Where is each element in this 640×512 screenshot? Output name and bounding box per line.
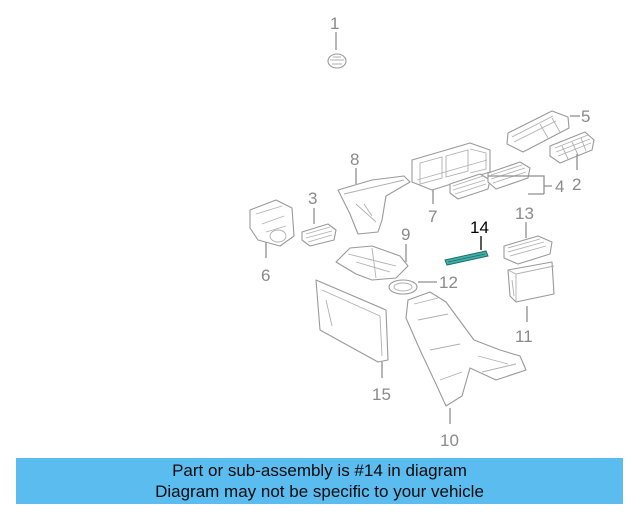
callout-4[interactable]: 4 <box>555 177 564 196</box>
part-13-vent[interactable] <box>503 235 553 265</box>
callout-9[interactable]: 9 <box>401 225 410 244</box>
callout-13[interactable]: 13 <box>515 204 534 223</box>
callout-12[interactable]: 12 <box>439 273 458 292</box>
callout-14[interactable]: 14 <box>470 218 489 237</box>
part-11-housing[interactable] <box>507 261 555 303</box>
part-2-vent[interactable] <box>549 131 595 164</box>
part-15-panel[interactable] <box>315 279 389 363</box>
callout-5[interactable]: 5 <box>581 107 590 126</box>
banner-line-2: Diagram may not be specific to your vehi… <box>155 482 484 501</box>
part-14-seal-strip[interactable] <box>444 250 489 266</box>
callout-15[interactable]: 15 <box>372 385 391 404</box>
callout-10[interactable]: 10 <box>440 431 459 450</box>
part-6-side-vent[interactable] <box>249 199 295 247</box>
part-3-vent[interactable] <box>301 223 337 247</box>
part-9-connector[interactable] <box>335 245 409 281</box>
part-12-gasket[interactable] <box>388 279 418 295</box>
callout-6[interactable]: 6 <box>261 266 270 285</box>
callout-1[interactable]: 1 <box>330 14 339 33</box>
part-7-center-vent[interactable] <box>411 142 491 191</box>
part-1-knob[interactable] <box>327 53 347 69</box>
callout-7[interactable]: 7 <box>428 207 437 226</box>
part-10-floor-duct[interactable] <box>405 291 527 407</box>
part-5-vent[interactable] <box>506 110 570 153</box>
banner-line-1: Part or sub-assembly is #14 in diagram <box>172 461 467 480</box>
leader-4 <box>488 175 552 195</box>
callout-3[interactable]: 3 <box>308 189 317 208</box>
callout-2[interactable]: 2 <box>572 175 581 194</box>
parts-diagram: 1 5 2 7 4 8 6 <box>249 14 595 450</box>
part-8-duct[interactable] <box>337 175 411 235</box>
callout-8[interactable]: 8 <box>350 150 359 169</box>
callout-11[interactable]: 11 <box>515 327 533 346</box>
info-banner: Part or sub-assembly is #14 in diagram D… <box>16 458 623 504</box>
